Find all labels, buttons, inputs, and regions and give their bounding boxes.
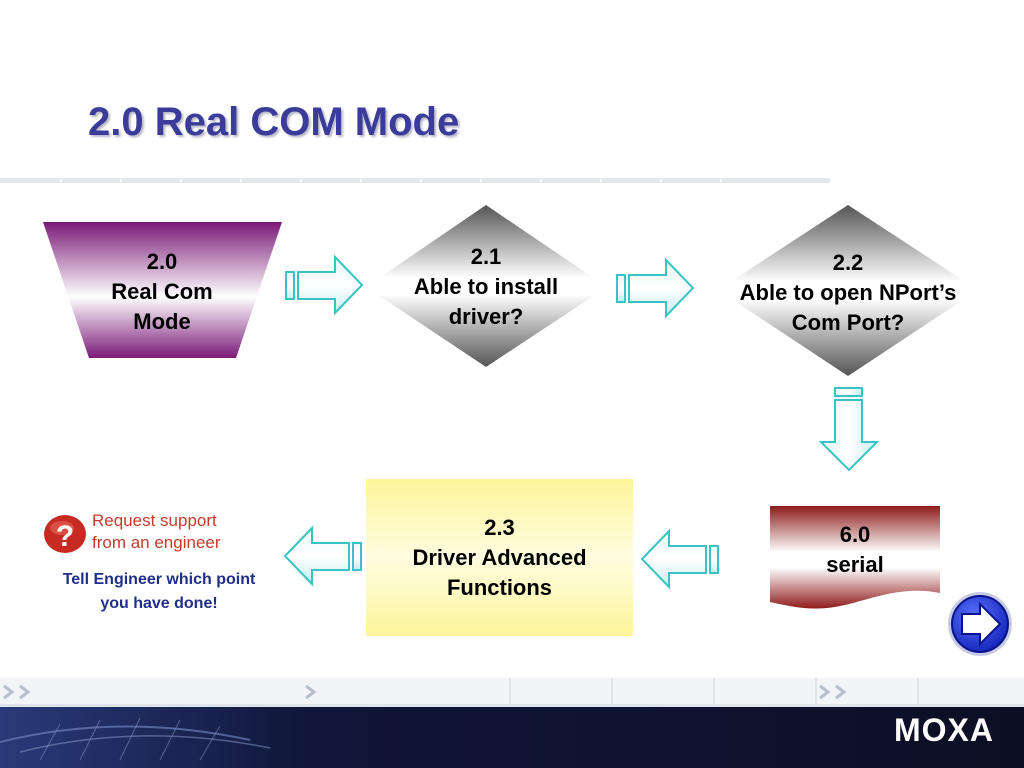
start-node-shape <box>43 222 282 358</box>
arrow-left-2 <box>283 525 362 587</box>
next-button[interactable] <box>948 592 1012 656</box>
decision-node-2-1-shape <box>366 205 607 367</box>
arrow-right-2 <box>616 257 695 319</box>
svg-text:?: ? <box>56 520 74 553</box>
support-caption: Tell Engineer which point you have done! <box>62 571 256 612</box>
footer-band <box>0 678 1024 768</box>
header-divider <box>0 178 830 183</box>
process-node-2-3-shape <box>366 479 633 636</box>
arrow-down-1 <box>818 387 880 472</box>
brand-logo: MOXA <box>894 712 994 748</box>
question-mark-icon: ? <box>44 515 86 553</box>
slide-title: 2.0 Real COM Mode <box>88 100 460 144</box>
arrow-left-1 <box>640 528 719 590</box>
footer-chevrons <box>3 684 847 700</box>
node-6-0-label: 6.0 serial <box>826 522 884 577</box>
decision-node-2-2-shape <box>718 205 978 376</box>
footer-tabs <box>509 678 919 704</box>
next-arrow-icon <box>961 601 1002 647</box>
node-2-3-label: 2.3 Driver Advanced Functions <box>412 515 587 600</box>
request-support-link[interactable]: Request support from an engineer <box>92 511 221 552</box>
node-2-2-label: 2.2 Able to open NPort’s Com Port? <box>739 250 957 335</box>
node-2-0-label: 2.0 Real Com Mode <box>111 249 213 334</box>
node-2-1-label: 2.1 Able to install driver? <box>413 244 559 329</box>
terminator-node-6-0-shape <box>770 506 940 609</box>
arrow-right-1 <box>285 254 364 316</box>
